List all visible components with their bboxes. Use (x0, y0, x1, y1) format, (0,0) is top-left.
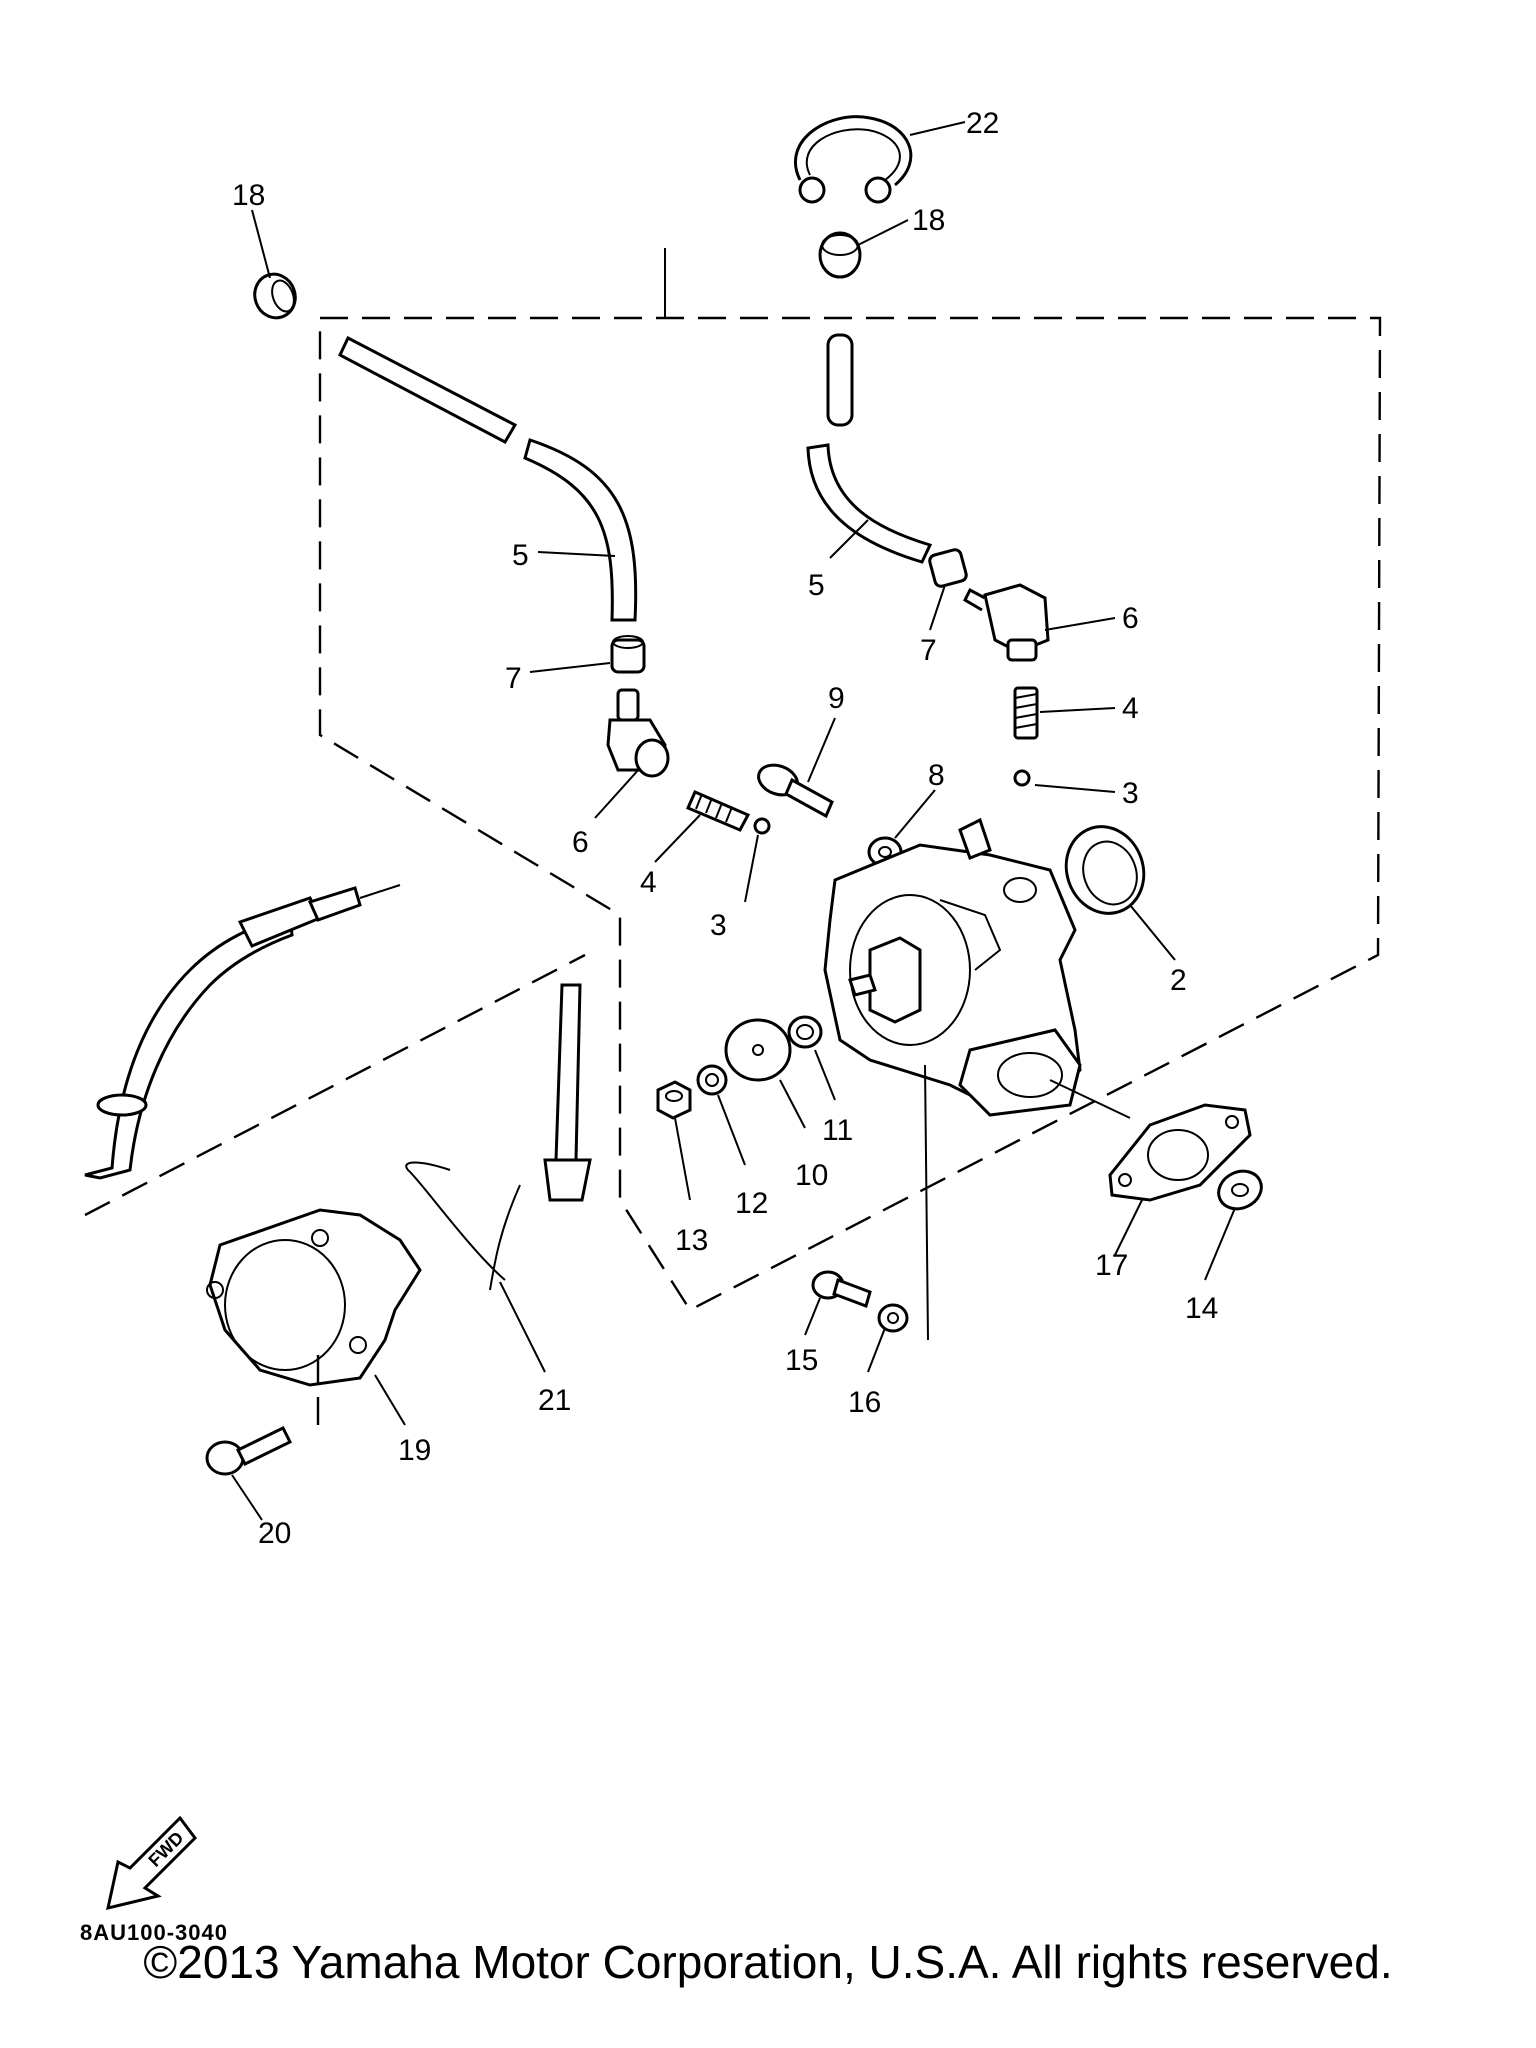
callout-13: 13 (675, 1224, 708, 1257)
elbow-6-right (963, 583, 1050, 662)
callout-7-right: 7 (920, 634, 937, 667)
callout-14: 14 (1185, 1292, 1218, 1325)
gasket-17 (1108, 1103, 1252, 1202)
callout-7-left: 7 (505, 662, 522, 695)
collar-7-left (610, 635, 646, 674)
assembly-leader (924, 1064, 929, 1341)
screw-20 (205, 1425, 293, 1476)
callout-4-left: 4 (640, 866, 657, 899)
elbow-6-left (606, 688, 670, 778)
callout-5-right: 5 (808, 569, 825, 602)
collar-7-right (928, 548, 968, 588)
cable-frame (84, 953, 586, 1217)
callout-11: 11 (822, 1114, 853, 1147)
callout-16: 16 (848, 1386, 881, 1419)
callout-9: 9 (828, 682, 845, 715)
callout-21: 21 (538, 1384, 571, 1417)
lock-washer-12 (696, 1064, 728, 1096)
forward-arrow-icon: FWD (106, 1815, 197, 1911)
hose-5-left (338, 335, 638, 622)
callout-3-right: 3 (1122, 777, 1139, 810)
ball-3-right (1013, 769, 1031, 787)
clip-22 (793, 115, 913, 204)
bolt-15 (811, 1270, 872, 1308)
collar-18-left (253, 272, 297, 320)
spring-4-right (1013, 686, 1039, 740)
hose-5-right (806, 333, 933, 564)
callout-15: 15 (785, 1344, 818, 1377)
copyright-notice: ©2013 Yamaha Motor Corporation, U.S.A. A… (143, 1936, 1393, 1988)
callout-18-top: 18 (912, 204, 945, 237)
callout-12: 12 (735, 1187, 768, 1220)
diagram-code: 8AU100-3040 (80, 1920, 228, 1945)
seal-ring-2 (1064, 825, 1146, 915)
cover-19 (206, 1208, 422, 1387)
plate-10 (724, 1018, 792, 1082)
washer-14 (1217, 1169, 1263, 1211)
pump-cable (405, 983, 592, 1291)
washer-11 (787, 1015, 823, 1049)
ball-3-left (753, 817, 771, 835)
callout-20: 20 (258, 1517, 291, 1550)
bolt-9 (757, 763, 834, 819)
throttle-cable (84, 884, 401, 1180)
callout-6-right: 6 (1122, 602, 1139, 635)
callout-22: 22 (966, 107, 999, 140)
oil-pump-body (823, 817, 1082, 1117)
collar-18-top (818, 231, 862, 279)
callout-5-left: 5 (512, 539, 529, 572)
callout-3-left: 3 (710, 909, 727, 942)
spring-4-left (686, 790, 751, 832)
callout-17: 17 (1095, 1249, 1128, 1282)
callout-4-right: 4 (1122, 692, 1139, 725)
callout-2: 2 (1170, 964, 1187, 997)
callout-18-left: 18 (232, 179, 265, 212)
assembly-boundary (318, 316, 1382, 1312)
nut-13 (656, 1080, 692, 1120)
callout-6-left: 6 (572, 826, 589, 859)
callout-10: 10 (795, 1159, 828, 1192)
callout-19: 19 (398, 1434, 431, 1467)
washer-16 (877, 1303, 909, 1333)
callout-8: 8 (928, 759, 945, 792)
